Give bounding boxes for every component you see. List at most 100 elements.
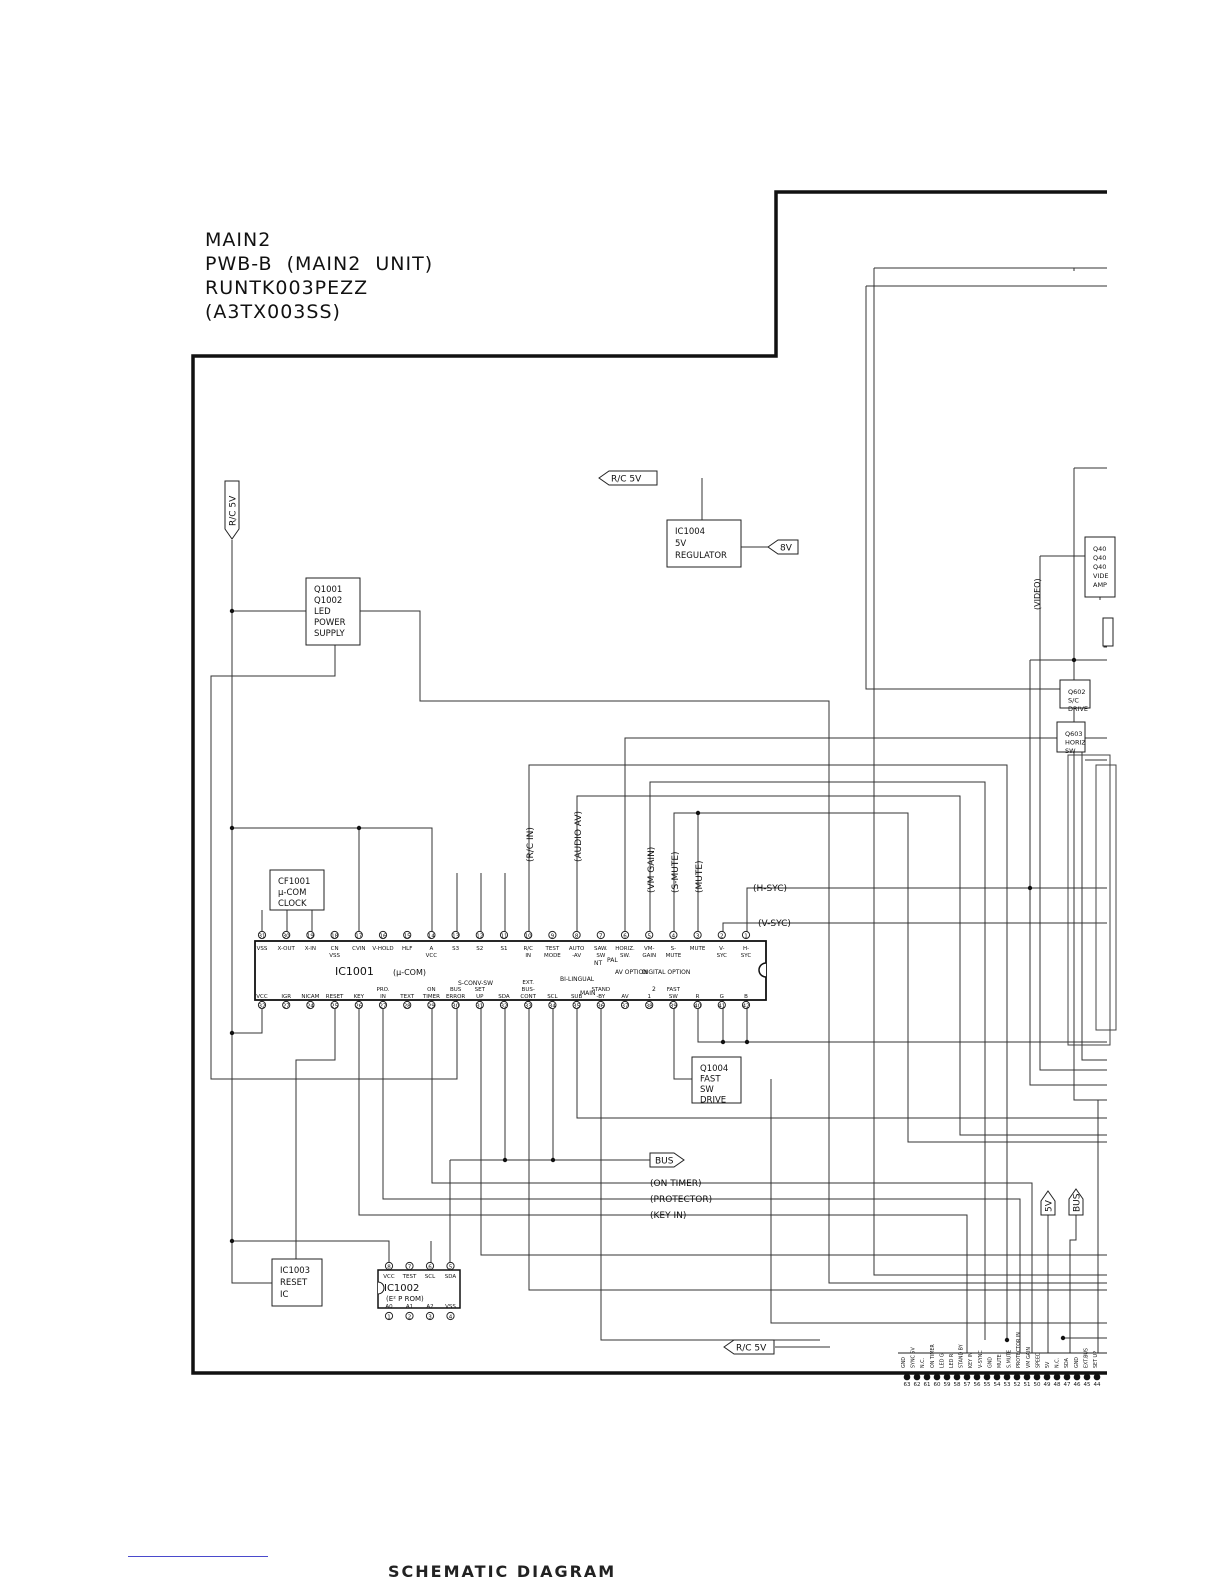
ic1001-bottom-pin-label: KEY xyxy=(354,994,365,1000)
connector-pin-number: 47 xyxy=(1064,1382,1071,1388)
ic1001-bottom-pin-circle xyxy=(717,1000,726,1010)
ic1001-top-pin-label: AUTO xyxy=(569,946,585,952)
connector-pin-dot xyxy=(1023,1373,1031,1381)
connector-pin-dot xyxy=(973,1373,981,1381)
ic1001-top-pin-circle xyxy=(403,930,412,940)
ic1001-top-pin-label: MUTE xyxy=(690,946,706,952)
wire-q603-down xyxy=(1081,752,1107,1061)
wire-video-down xyxy=(1039,556,1107,1071)
ic1001-top-pin-number: 6 xyxy=(623,934,627,940)
ic1001-top-pin-label: V-HOLD xyxy=(372,946,393,952)
diagram-title-block: MAIN2 PWB-B (MAIN2 UNIT) RUNTK003PEZZ (A… xyxy=(205,228,433,324)
ic1001-bottom-pin-label: ERROR xyxy=(446,994,465,1000)
ic1001-top-pin-label: VSS xyxy=(257,946,268,952)
junction-dot xyxy=(550,1157,556,1163)
ic1001-top-pin-label: SW xyxy=(596,953,605,959)
ic1001-top-pin-label: SYC xyxy=(717,953,728,959)
junction-dot xyxy=(695,810,701,816)
ic1001-name: IC1001 xyxy=(335,965,374,978)
ic1001-bottom-pin-number: 27 xyxy=(380,1004,387,1010)
ic1001-bottom-pin-label: SW xyxy=(669,994,678,1000)
q602-box xyxy=(1059,679,1091,709)
signal-on-timer: (ON TIMER) xyxy=(650,1179,702,1189)
connector-pin-label: LED R xyxy=(949,1353,955,1368)
ic1001-top-pin-label: S- xyxy=(671,946,676,952)
edge-frame-2 xyxy=(1095,764,1117,1031)
wire-setup xyxy=(480,1000,1107,1256)
wire-fast-in xyxy=(673,1000,692,1080)
connector-pin-number: 53 xyxy=(1004,1382,1011,1388)
ic1001-top-pin-circle xyxy=(257,930,267,940)
connector-pin-label: PROTECTOR IN xyxy=(1016,1332,1022,1368)
ic1001-top-pin-number: 7 xyxy=(599,934,603,940)
junction-dot xyxy=(229,608,235,614)
ic1002-top-pin-number: 7 xyxy=(408,1265,412,1271)
ic1001-bottom-pin-label: IN xyxy=(380,994,386,1000)
connector-pin-number: 63 xyxy=(904,1382,911,1388)
connector-pin-label: 5V xyxy=(1045,1361,1051,1368)
flag-rc5v-top-label: R/C 5V xyxy=(611,475,642,485)
cf1001-label: CF1001 xyxy=(278,877,310,887)
ic1001-top-pin-number: 30 xyxy=(283,934,290,940)
title-line-3: RUNTK003PEZZ xyxy=(205,277,369,299)
ic1001-bottom-pin-number: 37 xyxy=(622,1004,629,1010)
ic1001-top-pin-circle xyxy=(378,930,388,940)
footer-link-underline[interactable] xyxy=(128,1556,268,1557)
ic1001-bottom-pin-number: 33 xyxy=(525,1004,532,1010)
ic1001-bottom-pin-circle xyxy=(645,1000,654,1010)
ic1001-top-pin-circle xyxy=(645,930,654,940)
ic1001-top-pin-number: 9 xyxy=(551,934,555,940)
ic1001-bottom-pin-label: SUB xyxy=(571,994,583,1000)
ic1001-bottom-pin-label: R xyxy=(696,994,700,1000)
connector-pin-number: 60 xyxy=(934,1382,941,1388)
connector-pin-dot xyxy=(963,1373,971,1381)
ic1001-bottom-pin-label: SET xyxy=(475,987,486,993)
q40x-box xyxy=(1084,536,1116,598)
connector-pin-dot xyxy=(923,1373,931,1381)
q1001-label: LED xyxy=(314,607,331,617)
connector-pin-dot xyxy=(913,1373,921,1381)
connector-pin-label: ON TIMER xyxy=(930,1344,936,1368)
wire-avcc xyxy=(232,827,433,935)
ic1001-top-pin-circle xyxy=(669,930,678,940)
signal-s-mute: (S-MUTE) xyxy=(671,851,681,893)
ic1001-bottom-pin-circle xyxy=(282,1000,291,1010)
q602-label: S/C xyxy=(1068,697,1079,705)
wire-standby xyxy=(600,1000,820,1341)
ic1001-bottom-pin-number: 28 xyxy=(404,1004,411,1010)
ic1001-top-pin-label: MUTE xyxy=(666,953,682,959)
ic1001-bottom-pin-number: 42 xyxy=(743,1004,750,1010)
wire-on-timer xyxy=(431,1000,1033,1353)
q1001-label: POWER xyxy=(314,618,346,628)
wire-key-in xyxy=(358,1000,968,1353)
ic1001-top-pin-circle xyxy=(572,930,581,940)
ic1001-bottom-pin-circle xyxy=(306,1000,315,1010)
ic1001-bottom-pin-number: 32 xyxy=(259,1004,266,1010)
connector-pin-label: STAND BY xyxy=(959,1344,965,1368)
ic1001-bottom-pin-label: STAND xyxy=(592,987,611,993)
connector-pin-label: GND xyxy=(1074,1357,1080,1368)
wire-q602-down xyxy=(1029,660,1107,1086)
flag-bus-flag xyxy=(649,1152,685,1168)
q603-label: SW xyxy=(1065,747,1076,755)
ic1001-top-pin-label: H- xyxy=(743,946,749,952)
signal-audio-av: (AUDIO AV) xyxy=(574,811,584,862)
title-line-1: MAIN2 xyxy=(205,229,272,251)
ic1002-bottom-pin-label: VSS xyxy=(445,1304,456,1310)
connector-pin-dot xyxy=(1083,1373,1091,1381)
q40x-label: Q40 xyxy=(1093,545,1106,553)
ic1001-bottom-pin-label: SCL xyxy=(547,994,558,1000)
ic1002-bottom-pin-label: A2 xyxy=(426,1304,433,1310)
ic1002-top-pin-label: TEST xyxy=(402,1274,417,1280)
ic1001-body xyxy=(254,940,767,1001)
connector-pin-label: VM GAIN xyxy=(1026,1347,1032,1368)
q603-label: HORIZ xyxy=(1065,739,1086,747)
q1004-box xyxy=(691,1056,742,1104)
wire-vm-gain xyxy=(649,781,986,1340)
flag-bus-right-label: BUS xyxy=(1073,1193,1083,1212)
wire-protector xyxy=(382,1000,1021,1353)
wire-ic1002-vcc xyxy=(232,1240,390,1262)
ic1001-note-avoption: AV OPTION xyxy=(615,969,648,976)
wire-q1001-out xyxy=(360,610,1107,1284)
ic1001-bottom-pin-number: 40 xyxy=(694,1004,701,1010)
